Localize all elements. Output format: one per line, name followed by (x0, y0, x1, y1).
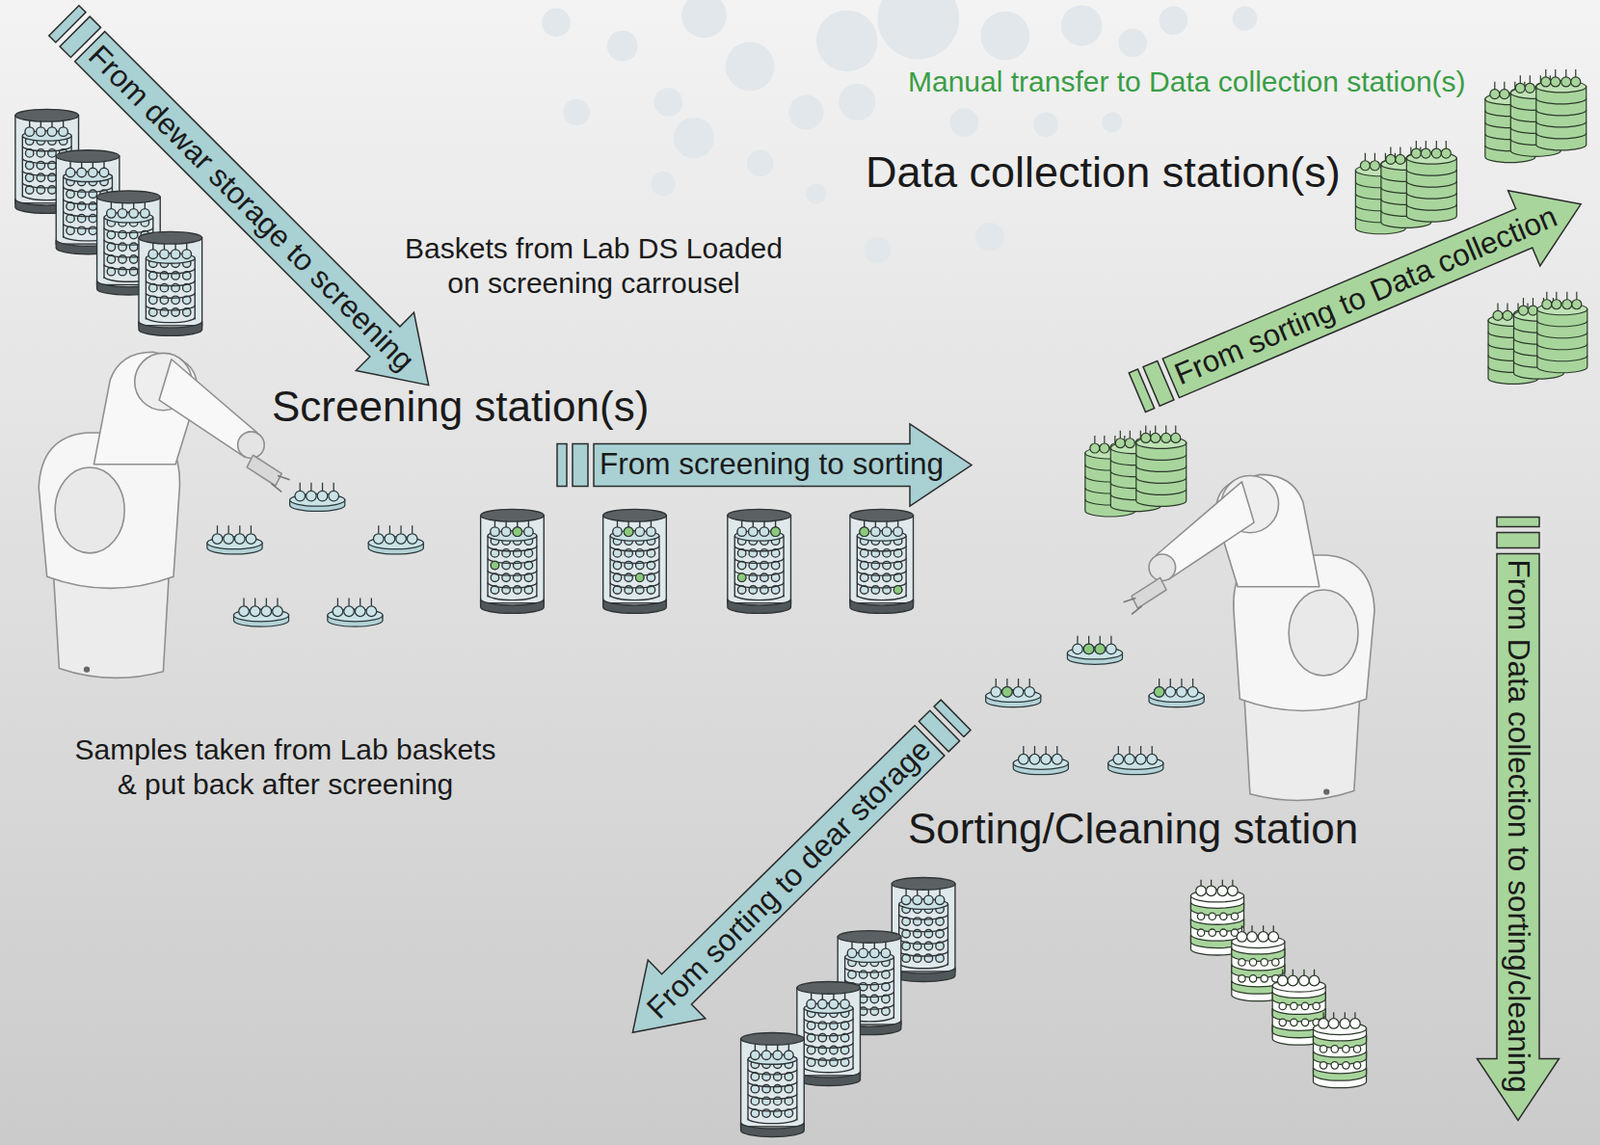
background-dots (541, 0, 1257, 264)
note-text: Baskets from Lab DS Loaded on screening … (391, 231, 797, 301)
arrow-body (603, 711, 959, 1062)
arrow-tail-block (557, 443, 567, 486)
note-text: Manual transfer to Data collection stati… (907, 67, 1467, 97)
puck-icon (1013, 746, 1068, 775)
station-label: Screening station(s) (271, 385, 649, 428)
dewar-icon (138, 231, 203, 336)
arrow-body (593, 424, 972, 507)
puck-icon (1066, 636, 1122, 666)
station-label: Data collection station(s) (865, 150, 1341, 194)
stack-icon (1406, 140, 1457, 222)
arrow-tail-block (1496, 516, 1540, 527)
puck-icon (1148, 678, 1204, 708)
stack-icon (1536, 69, 1587, 151)
stack-icon (1313, 1012, 1367, 1088)
puck-icon (986, 678, 1041, 708)
arrow-label: From Data collection to sorting/cleaning (1502, 559, 1534, 1093)
dewar-icon (603, 508, 667, 614)
arrow-tail-block (1143, 361, 1174, 407)
screened-dewars (480, 508, 914, 614)
dewar-icon (727, 508, 792, 614)
stack-icon (1136, 425, 1187, 507)
dewar-icon (741, 1032, 805, 1137)
dewar-icon (850, 508, 914, 614)
green-stacks (1085, 69, 1588, 517)
flow-arrow: From screening to sorting (557, 424, 972, 507)
sorting-pucks (986, 636, 1205, 775)
flow-arrow: From sorting to dear storage (603, 685, 985, 1062)
screening-pucks (207, 482, 424, 627)
puck-icon (290, 482, 346, 512)
cleaned-stacks (1190, 880, 1366, 1089)
puck-icon (368, 525, 424, 555)
flow-arrow: From Data collection to sorting/cleaning (1477, 516, 1560, 1120)
sorting-robot (1123, 474, 1375, 800)
dewar-icon (797, 982, 861, 1087)
screening-robot (38, 351, 290, 678)
puck-icon (327, 597, 383, 627)
puck-icon (233, 597, 289, 627)
arrow-body (61, 17, 459, 415)
station-label: Sorting/Cleaning station (907, 807, 1359, 851)
stack-icon (1537, 292, 1588, 374)
arrow-tail-block (1496, 532, 1540, 548)
arrow-body (1154, 166, 1597, 417)
arrow-label: From screening to sorting (599, 449, 944, 480)
arrow-body (1477, 553, 1560, 1120)
puck-icon (1108, 746, 1164, 775)
dewar-icon (480, 508, 545, 614)
arrow-tail-block (572, 443, 588, 486)
puck-icon (207, 525, 263, 555)
note-text: Samples taken from Lab baskets & put bac… (69, 732, 502, 802)
